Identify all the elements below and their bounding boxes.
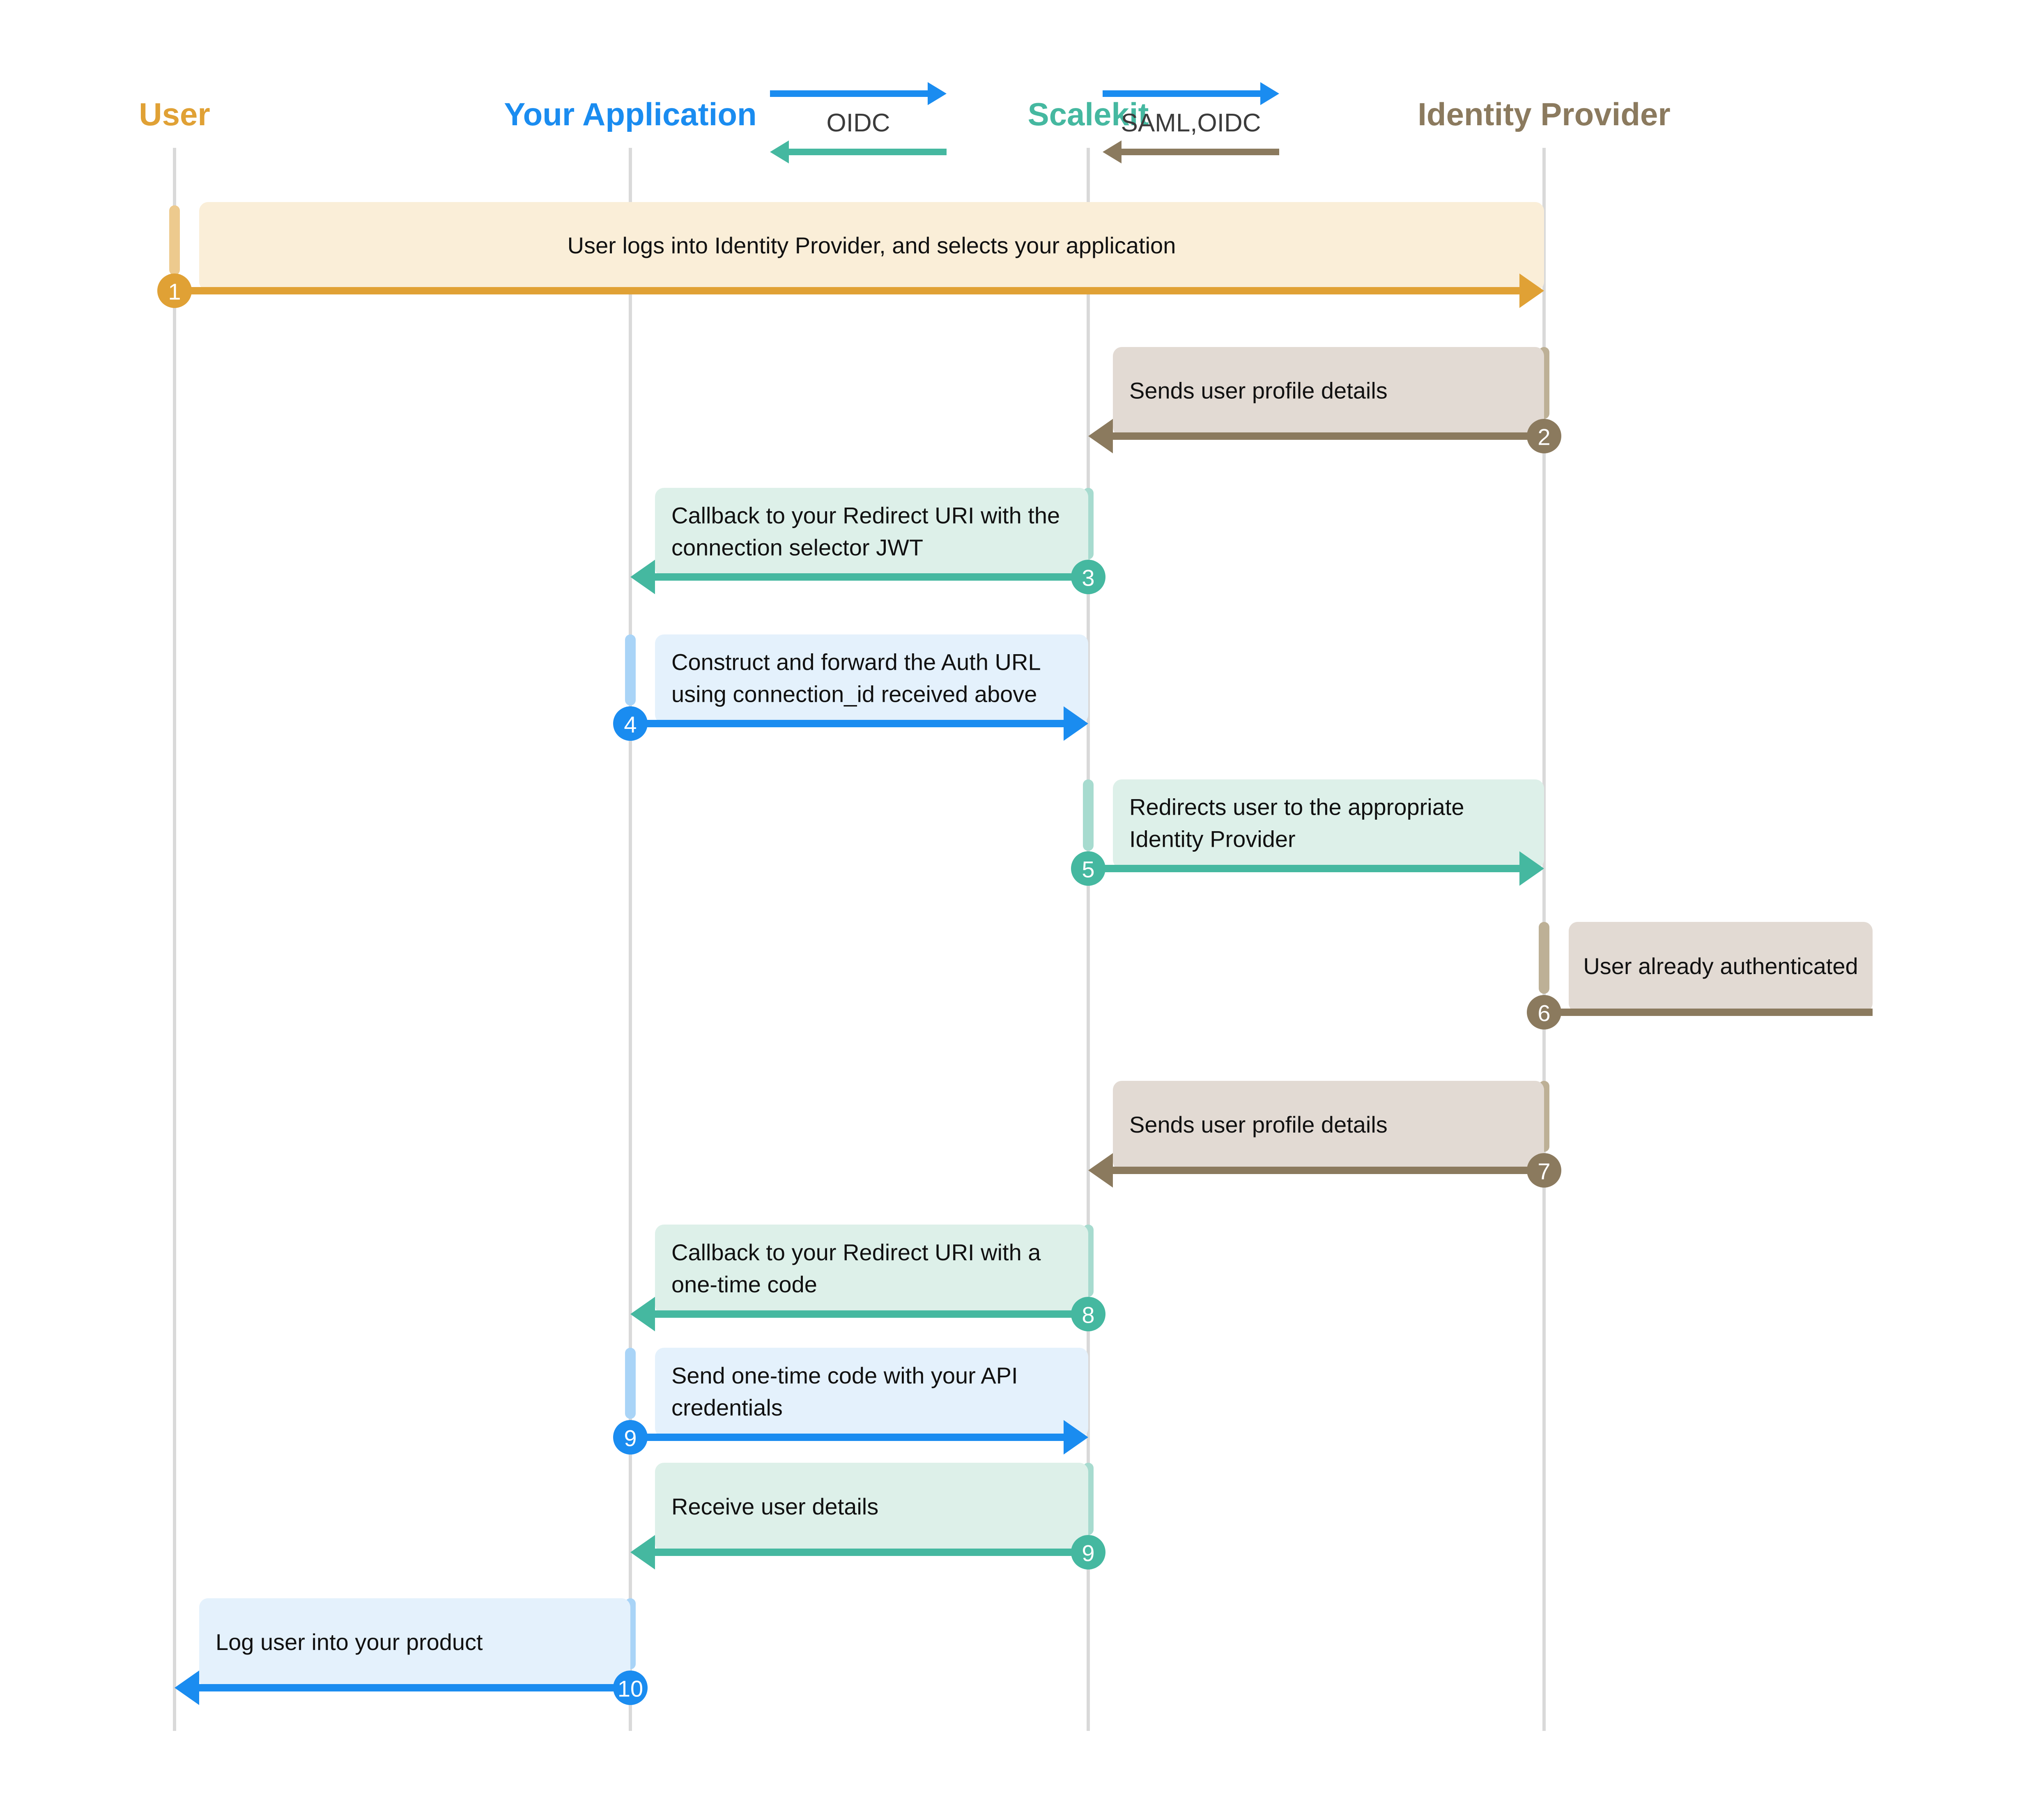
step-badge-number-1: 1 [168, 279, 181, 305]
message-arrow-head-5 [1519, 851, 1544, 886]
message-note-box-5 [1113, 779, 1544, 869]
activation-bar-user-1 [169, 205, 180, 275]
message-arrow-head-3 [630, 560, 655, 594]
legend-oidc-bottom-arrow-head [770, 140, 789, 163]
step-badge-number-9: 9 [624, 1425, 637, 1451]
step-badge-number-5: 5 [1082, 857, 1094, 882]
actor-header-user: User [139, 96, 210, 132]
message-text-4-line-1: Construct and forward the Auth URL [671, 649, 1041, 675]
step-badge-number-10: 9 [1082, 1540, 1094, 1566]
step-badge-8[interactable] [1071, 1297, 1105, 1331]
message-text-5-line-2: Identity Provider [1129, 826, 1296, 852]
message-text-7-line-1: Sends user profile details [1129, 1112, 1388, 1138]
message-text-4-line-2: using connection_id received above [671, 681, 1037, 707]
legend-saml-oidc-label: SAML,OIDC [1121, 109, 1261, 137]
step-badge-1[interactable] [157, 273, 192, 308]
message-9-step-9: Send one-time code with your API credenti… [613, 1348, 1088, 1455]
legend-group: OIDC SAML,OIDC [770, 82, 1279, 163]
message-note-box-2 [1113, 347, 1544, 436]
step-badge-6[interactable] [1527, 995, 1561, 1029]
legend-oidc: OIDC [770, 82, 947, 163]
legend-saml-oidc-top-arrow-head [1260, 82, 1279, 105]
actor-header-scalekit: Scalekit [1028, 96, 1149, 132]
message-text-3-line-2: connection selector JWT [671, 535, 923, 561]
message-arrow-head-11 [175, 1671, 199, 1705]
message-text-3-line-1: Callback to your Redirect URI with the [671, 503, 1060, 529]
message-arrow-head-4 [1064, 706, 1088, 741]
message-note-box-9 [655, 1348, 1088, 1437]
step-badge-4[interactable] [613, 706, 648, 741]
message-11-step-10: Log user into your product 10 [175, 1598, 648, 1705]
step-badge-number-2: 2 [1537, 424, 1550, 450]
step-badge-10[interactable] [1071, 1535, 1105, 1570]
activation-bar-scalekit-5 [1083, 779, 1094, 851]
message-arrow-head-9 [1064, 1420, 1088, 1455]
messages-group: User logs into Identity Provider, and se… [157, 202, 1873, 1705]
activation-bar-idp-6 [1539, 922, 1549, 994]
message-arrow-head-10 [630, 1535, 655, 1570]
legend-oidc-label: OIDC [827, 109, 890, 137]
step-badge-9[interactable] [613, 1420, 648, 1455]
step-badge-3[interactable] [1071, 560, 1105, 594]
message-text-8-line-2: one-time code [671, 1271, 817, 1297]
actor-header-app: Your Application [504, 96, 756, 132]
step-badge-number-7: 7 [1537, 1158, 1550, 1184]
message-10-step-9: Receive user details 9 [630, 1463, 1105, 1570]
message-arrow-head-8 [630, 1297, 655, 1331]
message-3-step-3: Callback to your Redirect URI with the co… [630, 488, 1105, 594]
message-text-1-line-1: User logs into Identity Provider, and se… [568, 232, 1176, 258]
message-text-11-line-1: Log user into your product [216, 1629, 483, 1655]
legend-saml-oidc: SAML,OIDC [1103, 82, 1279, 163]
step-badge-number-4: 4 [624, 712, 637, 738]
message-2-step-2: Sends user profile details 2 [1088, 347, 1561, 453]
message-text-2-line-1: Sends user profile details [1129, 378, 1388, 404]
message-note-box-7 [1113, 1081, 1544, 1170]
step-badge-number-6: 6 [1537, 1000, 1550, 1026]
message-text-9-line-2: credentials [671, 1395, 783, 1420]
legend-saml-oidc-bottom-arrow-head [1103, 140, 1122, 163]
step-badge-number-3: 3 [1082, 565, 1094, 591]
message-text-5-line-1: Redirects user to the appropriate [1129, 794, 1464, 820]
message-note-box-1 [199, 202, 1544, 291]
message-note-box-10 [655, 1463, 1088, 1552]
step-badge-11[interactable] [613, 1671, 648, 1705]
message-text-8-line-1: Callback to your Redirect URI with a [671, 1239, 1041, 1265]
actor-headers-group: User Your Application Scalekit Identity Pro… [139, 96, 1670, 132]
message-note-box-3 [655, 488, 1088, 577]
activation-bar-app-4 [625, 634, 636, 705]
message-6-step-6: User already authenticated 6 [1527, 922, 1873, 1029]
message-note-box-4 [655, 634, 1088, 724]
message-arrow-head-1 [1519, 273, 1544, 308]
message-arrow-head-7 [1088, 1153, 1113, 1188]
message-text-6-line-1: User already authenticated [1583, 953, 1858, 979]
message-note-box-8 [655, 1225, 1088, 1314]
message-1-step-1: User logs into Identity Provider, and se… [157, 202, 1544, 308]
message-text-9-line-1: Send one-time code with your API [671, 1363, 1018, 1388]
message-7-step-7: Sends user profile details 7 [1088, 1081, 1561, 1188]
step-badge-number-11: 10 [618, 1676, 643, 1702]
actor-header-idp: Identity Provider [1418, 96, 1670, 132]
step-badge-7[interactable] [1527, 1153, 1561, 1188]
message-arrow-head-2 [1088, 419, 1113, 453]
message-note-box-11 [199, 1598, 630, 1688]
legend-oidc-top-arrow-head [928, 82, 947, 105]
activation-bar-app-9 [625, 1348, 636, 1419]
message-8-step-8: Callback to your Redirect URI with a one-… [630, 1225, 1105, 1331]
message-note-box-6 [1569, 922, 1873, 1012]
message-text-10-line-1: Receive user details [671, 1494, 878, 1519]
step-badge-5[interactable] [1071, 851, 1105, 886]
message-5-step-5: Redirects user to the appropriateIdentit… [1071, 779, 1544, 886]
message-4-step-4: Construct and forward the Auth URL using … [613, 634, 1088, 741]
step-badge-2[interactable] [1527, 419, 1561, 453]
step-badge-number-8: 8 [1082, 1302, 1094, 1328]
